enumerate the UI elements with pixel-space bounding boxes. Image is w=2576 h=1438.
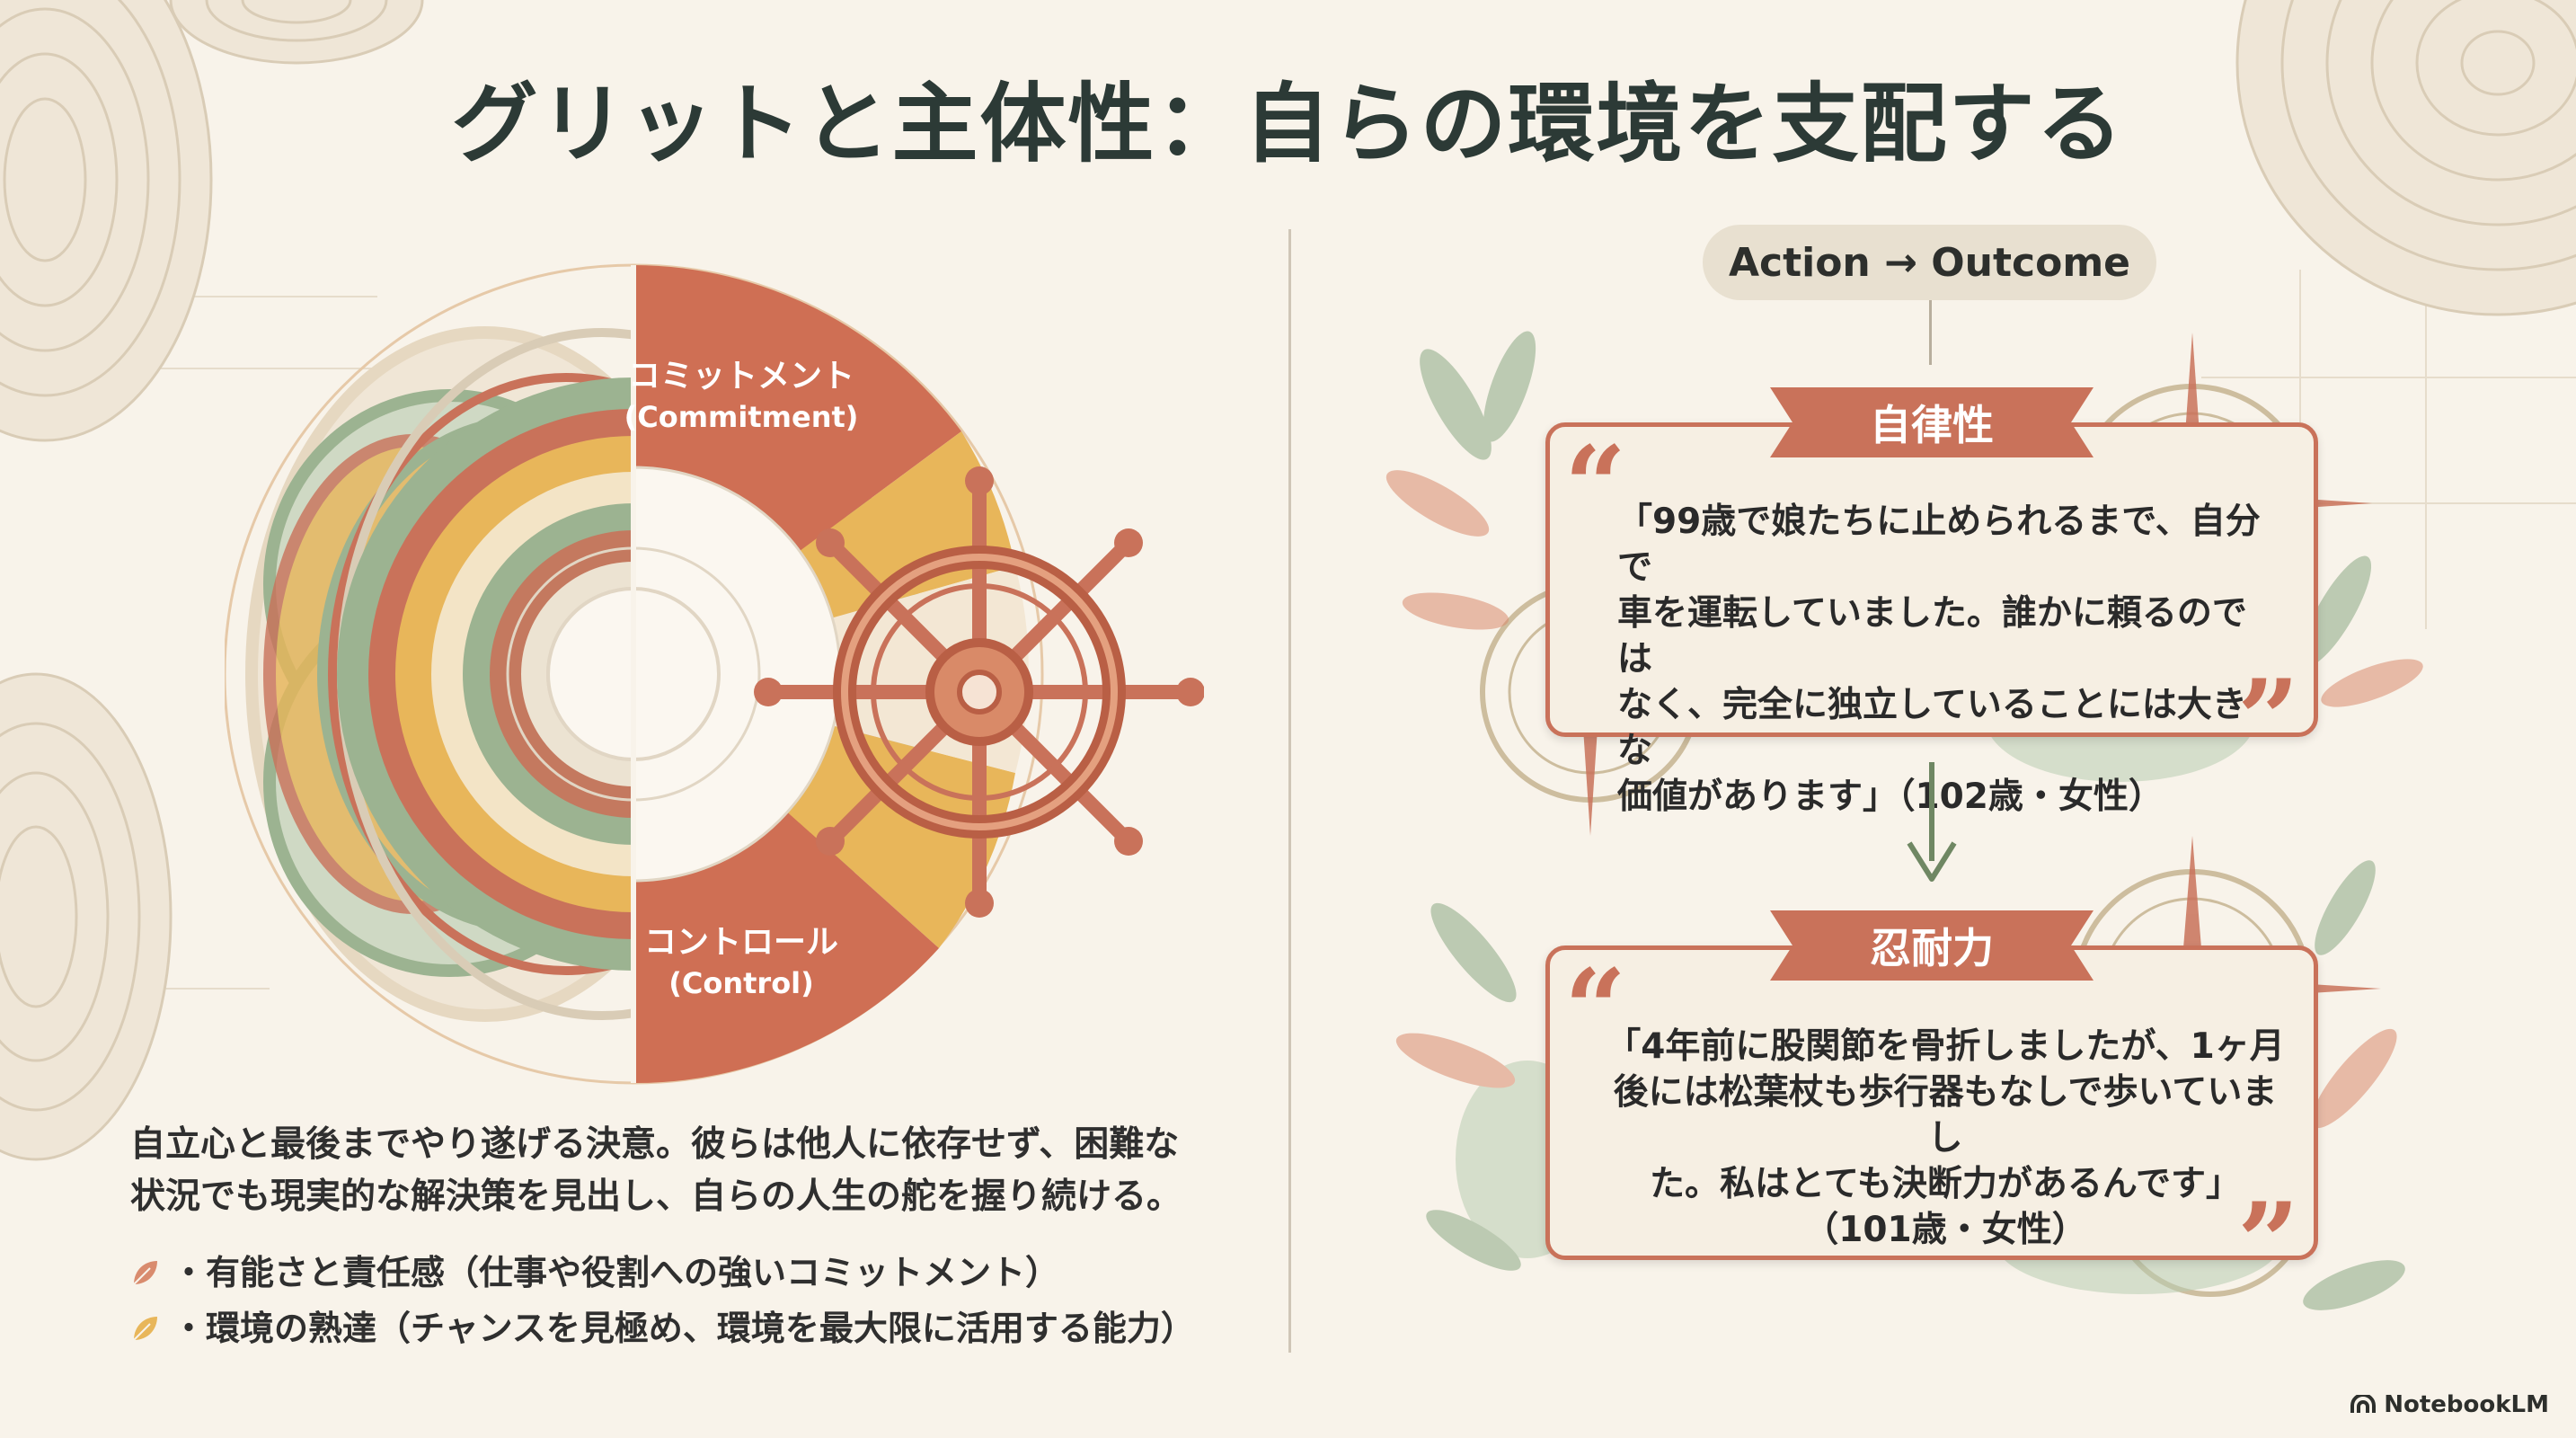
ship-wheel-icon (754, 466, 1204, 918)
quote-card-autonomy: “ ” 「99歳で娘たちに止められるまで、自分で 車を運転していました。誰かに頼… (1545, 422, 2318, 817)
column-divider (1288, 229, 1291, 1353)
quote-line: 価値があります」（102歳・女性） (1617, 777, 2164, 817)
quote-line: なく、完全に独立していることには大きな (1617, 685, 2247, 771)
bullet-list: ・有能さと責任感（仕事や役割への強いコミットメント） ・環境の熟達（チャンスを見… (130, 1245, 1253, 1356)
description-text: 自立心と最後までやり遂げる決意。彼らは他人に依存せず、困難な状況でも現実的な解決… (130, 1124, 1182, 1217)
flow-label-pill: Action → Outcome (1703, 225, 2156, 300)
control-label: コントロール (644, 924, 838, 961)
bullet-text: ・環境の熟達（チャンスを見極め、環境を最大限に活用する能力） (172, 1309, 1195, 1348)
commitment-label: コミットメント (628, 358, 854, 395)
commitment-sublabel: (Commitment) (624, 400, 859, 434)
card-heading: 忍耐力 (1870, 924, 1994, 972)
quote-text: 「4年前に股関節を骨折しましたが、1ヶ月 後には松葉杖も歩行器もなしで歩いていま… (1604, 1024, 2287, 1253)
leaf-bullet-icon (133, 1317, 157, 1341)
down-arrow-icon (1907, 762, 1957, 882)
quote-line: た。私はとても決断力があるんです」 (1650, 1164, 2241, 1204)
bullet-text: ・有能さと責任感（仕事や役割への強いコミットメント） (172, 1253, 1060, 1292)
page-title: グリットと主体性：自らの環境を支配する (451, 74, 2125, 174)
close-quote-icon: ” (2236, 656, 2299, 783)
notebooklm-logo-icon (2350, 1395, 2377, 1413)
quote-card-perseverance: “ ” 「4年前に股関節を骨折しましたが、1ヶ月 後には松葉杖も歩行器もなしで歩… (1545, 945, 2318, 1297)
card-heading-banner: 自律性 (1770, 387, 2094, 457)
open-quote-icon: “ (1564, 422, 1627, 549)
quote-line: （101歳・女性） (1803, 1210, 2087, 1250)
connector-line (1929, 300, 1932, 365)
tree-ring-decoration (0, 0, 2576, 1161)
open-quote-icon: “ (1564, 945, 1627, 1072)
quote-line: 後には松葉杖も歩行器もなしで歩いていまし (1613, 1072, 2278, 1158)
close-quote-icon: ” (2236, 1179, 2299, 1306)
quote-line: 車を運転していました。誰かに頼るのでは (1617, 593, 2247, 679)
leaf-bullet-icon (133, 1261, 157, 1285)
right-half-wedges (506, 265, 1029, 1084)
card-heading-banner: 忍耐力 (1770, 910, 2094, 981)
quote-line: 「99歳で娘たちに止められるまで、自分で (1617, 502, 2261, 588)
control-sublabel: (Control) (668, 966, 814, 1000)
brand-name: NotebookLM (2384, 1391, 2549, 1418)
quote-line: 「4年前に股関節を骨折しましたが、1ヶ月 (1606, 1026, 2285, 1067)
quote-text: 「99歳で娘たちに止められるまで、自分で 車を運転していました。誰かに頼るのでは… (1617, 499, 2273, 820)
bullet-item: ・有能さと責任感（仕事や役割への強いコミットメント） (130, 1245, 1253, 1300)
brand-watermark: NotebookLM (2350, 1391, 2549, 1418)
bullet-item: ・環境の熟達（チャンスを見極め、環境を最大限に活用する能力） (130, 1300, 1253, 1356)
card-heading: 自律性 (1870, 401, 1994, 449)
commitment-control-diagram: コミットメント (Commitment) コントロール (Control) (225, 263, 1204, 1085)
